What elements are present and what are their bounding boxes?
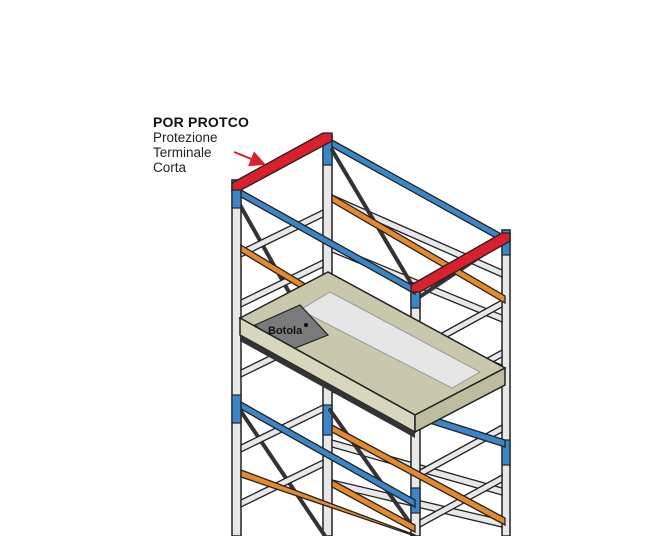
callout-code: POR PROTCO — [153, 114, 250, 130]
red-end-guard-front[interactable] — [231, 132, 333, 191]
front-left-upright — [231, 179, 242, 536]
hatch-label: Botola — [268, 325, 303, 337]
red-end-guard-rear[interactable] — [410, 232, 511, 293]
callout-label: POR PROTCO Protezione Terminale Corta — [153, 114, 250, 176]
callout-line-2: Terminale — [153, 145, 212, 160]
callout-line-3: Corta — [153, 160, 187, 175]
callout-line-1: Protezione — [153, 130, 218, 145]
callout-arrow — [233, 151, 266, 167]
platform-deck — [238, 271, 507, 438]
blue-guard-rails — [240, 138, 506, 509]
